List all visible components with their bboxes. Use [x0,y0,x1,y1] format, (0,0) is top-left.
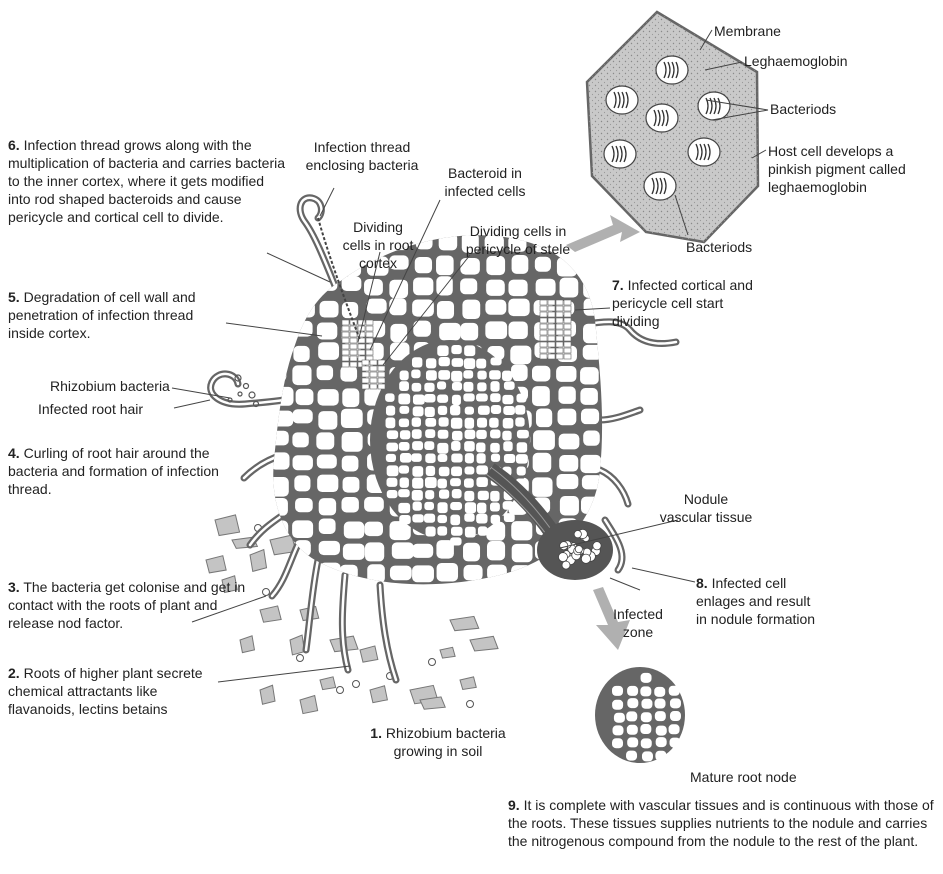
root-nodule [268,218,626,607]
label-bacteriods-bottom: Bacteriods [686,238,752,256]
label-bacteriods-top: Bacteriods [770,100,836,118]
step-1: 1. Rhizobium bacteria growing in soil [348,724,528,760]
step-3: 3. The bacteria get colonise and get in … [8,578,246,632]
step-7: 7. Infected cortical and pericycle cell … [612,276,772,330]
step-9: 9. It is complete with vascular tissues … [508,796,938,850]
label-infection-thread-enclosing: Infection thread enclosing bacteria [302,138,422,174]
label-dividing-cells-pericycle: Dividing cells in pericycle of stele [460,222,576,258]
label-dividing-cells-cortex: Dividing cells in root cortex [338,218,418,272]
label-mature-root-node: Mature root node [690,768,797,786]
step-4: 4. Curling of root hair around the bacte… [8,444,228,498]
label-host-cell-note: Host cell develops a pinkish pigment cal… [768,142,918,196]
label-leghaemoglobin: Leghaemoglobin [744,52,848,70]
host-cell [587,12,758,242]
label-infected-root-hair: Infected root hair [38,400,143,418]
label-nodule-vascular-tissue: Nodule vascular tissue [656,490,756,526]
step-2: 2. Roots of higher plant secrete chemica… [8,664,208,718]
step-8: 8. Infected cell enlages and result in n… [696,574,816,628]
mature-root-node [595,667,685,763]
label-rhizobium-bacteria: Rhizobium bacteria [50,377,170,395]
step-6: 6. Infection thread grows along with the… [8,136,288,226]
arrow-to-host-cell [566,215,640,252]
label-bacteroid-infected-cells: Bacteroid in infected cells [430,164,540,200]
label-infected-zone: Infected zone [602,605,674,641]
label-membrane: Membrane [714,22,781,40]
step-5: 5. Degradation of cell wall and penetrat… [8,288,228,342]
